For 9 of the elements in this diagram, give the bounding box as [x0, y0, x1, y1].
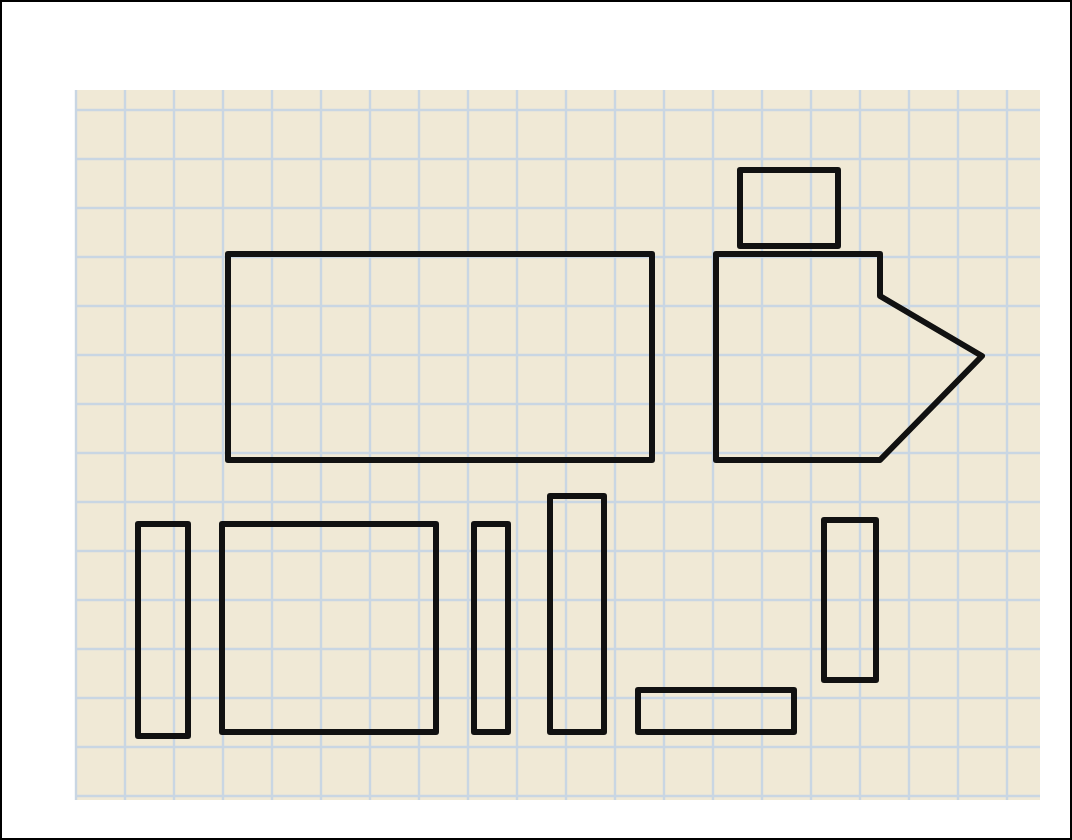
sketched-rectangle: [820, 516, 880, 684]
sketched-rectangle: [470, 520, 512, 736]
sketched-rectangle: [134, 520, 192, 740]
sketched-rectangle: [218, 520, 440, 736]
sketched-rectangle: [224, 250, 656, 464]
sketched-rectangle: [546, 492, 608, 736]
sketched-pentagon: [712, 250, 986, 464]
sketched-rectangle: [736, 166, 842, 250]
sketched-rectangle: [634, 686, 798, 736]
